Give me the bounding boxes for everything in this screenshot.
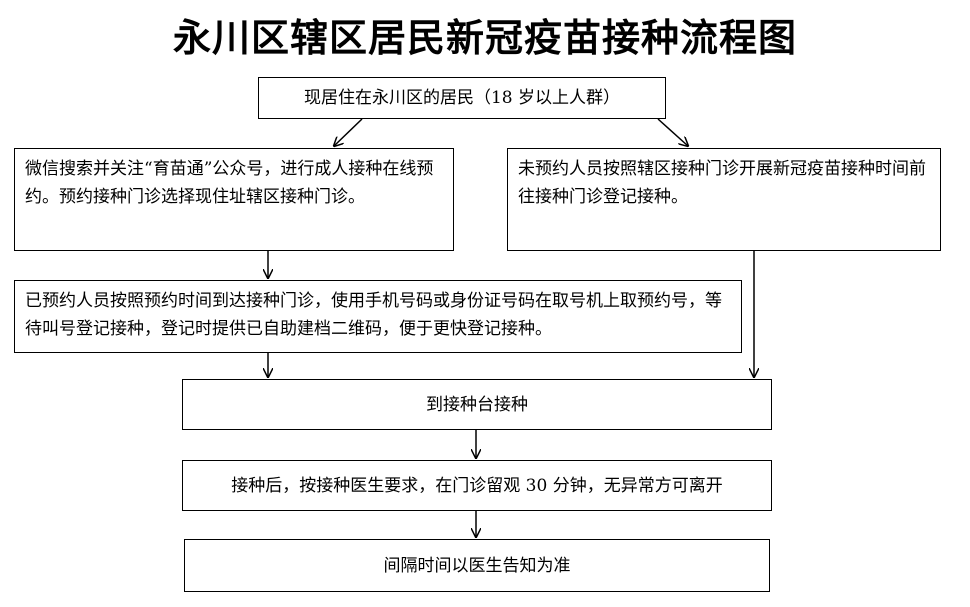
page-title: 永川区辖区居民新冠疫苗接种流程图	[172, 16, 797, 60]
booked-arrival-box: 已预约人员按照预约时间到达接种门诊，使用手机号码或身份证号码在取号机上取预约号，…	[14, 280, 742, 353]
vaccination-desk-text: 到接种台接种	[426, 394, 528, 415]
residents-box: 现居住在永川区的居民（18 岁以上人群）	[258, 77, 666, 119]
online-booking-box: 微信搜索并关注“育苗通”公众号，进行成人接种在线预约。预约接种门诊选择现住址辖区…	[14, 148, 454, 251]
interval-box: 间隔时间以医生告知为准	[184, 539, 770, 592]
observation-text: 接种后，按接种医生要求，在门诊留观 30 分钟，无异常方可离开	[231, 475, 723, 496]
vaccination-desk-box: 到接种台接种	[182, 379, 772, 430]
observation-box: 接种后，按接种医生要求，在门诊留观 30 分钟，无异常方可离开	[182, 460, 772, 511]
residents-text: 现居住在永川区的居民（18 岁以上人群）	[303, 88, 621, 108]
arrow-residents-to-walkin	[657, 118, 688, 146]
booked-arrival-text: 已预约人员按照预约时间到达接种门诊，使用手机号码或身份证号码在取号机上取预约号，…	[25, 291, 722, 339]
interval-text: 间隔时间以医生告知为准	[383, 555, 571, 576]
online-booking-text: 微信搜索并关注“育苗通”公众号，进行成人接种在线预约。预约接种门诊选择现住址辖区…	[25, 159, 434, 207]
arrow-residents-to-online	[334, 118, 363, 146]
walk-in-text: 未预约人员按照辖区接种门诊开展新冠疫苗接种时间前往接种门诊登记接种。	[518, 159, 926, 207]
walk-in-box: 未预约人员按照辖区接种门诊开展新冠疫苗接种时间前往接种门诊登记接种。	[507, 148, 941, 251]
